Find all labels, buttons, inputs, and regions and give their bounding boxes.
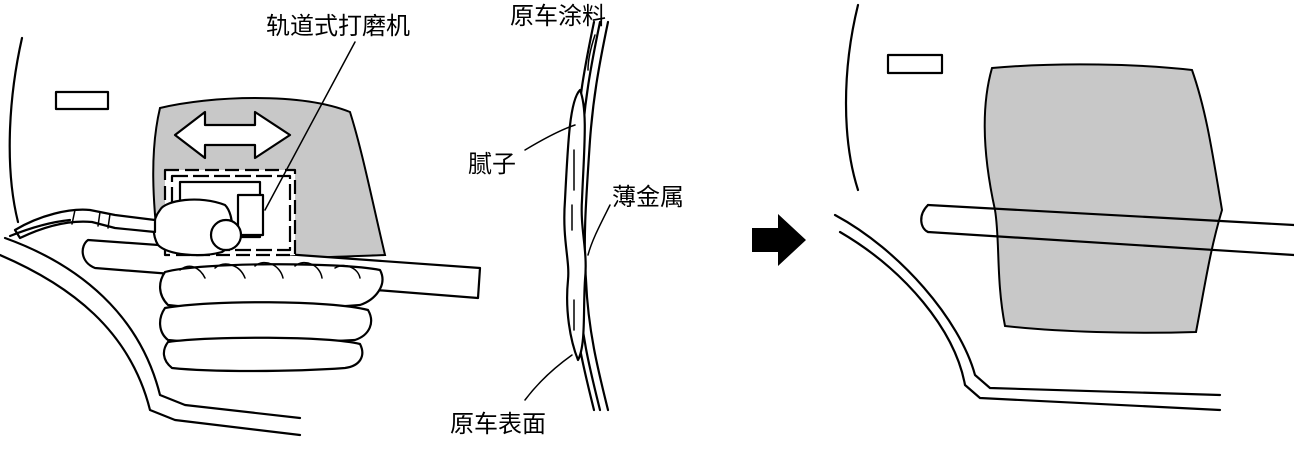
right-wheel-arch-inner	[838, 230, 1222, 412]
left-panel	[0, 36, 482, 437]
right-body-curve	[844, 3, 860, 192]
repaired-area	[983, 63, 1224, 334]
right-wheel-arch-outer	[833, 213, 1222, 397]
right-handle-rect	[886, 53, 944, 75]
double-arrow-icon	[173, 110, 292, 160]
label-original-paint: 原车涂料	[510, 2, 606, 30]
left-wheel-arch-inner	[3, 236, 302, 420]
label-original-surface: 原车表面	[450, 410, 546, 438]
right-side-molding	[926, 203, 1294, 257]
right-arrow-icon	[752, 214, 806, 266]
rag-stack-1	[159, 263, 384, 310]
rag-stack-2	[159, 301, 373, 345]
orbital-sander-icon	[8, 168, 297, 257]
left-body-curve	[8, 36, 24, 224]
label-orbital-sander: 轨道式打磨机	[266, 12, 410, 40]
cross-section	[524, 20, 611, 412]
rag-stack-3	[162, 336, 364, 373]
left-handle-rect	[54, 90, 110, 111]
sander-leader-line	[264, 41, 356, 211]
left-wheel-arch-outer	[0, 253, 302, 437]
label-putty: 腻子	[468, 150, 516, 178]
putty-layer	[563, 88, 587, 362]
right-panel	[833, 3, 1294, 412]
label-sheet-metal: 薄金属	[612, 183, 684, 211]
